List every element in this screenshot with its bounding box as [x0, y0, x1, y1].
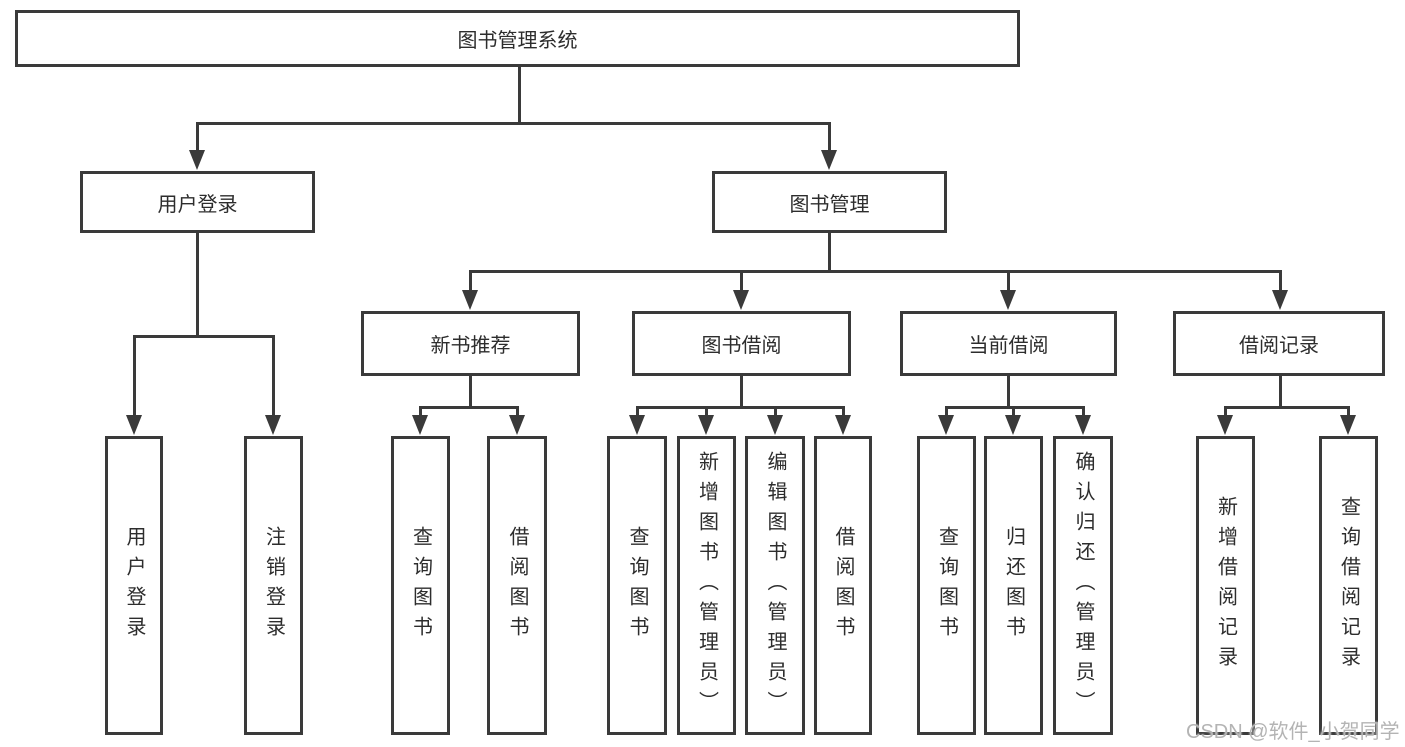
node-borrow-records: 借阅记录	[1173, 311, 1385, 376]
connector-line	[133, 335, 136, 420]
connector-line	[636, 406, 844, 409]
connector-line	[196, 122, 831, 125]
connector-line	[774, 406, 777, 421]
leaf-current-confirm-return-admin: 确认归还（管理员）	[1053, 436, 1113, 735]
leaf-borrow-edit-books-admin: 编辑图书（管理员）	[745, 436, 805, 735]
node-root: 图书管理系统	[15, 10, 1020, 67]
connector-line	[196, 233, 199, 338]
arrow-down-icon	[821, 150, 837, 170]
leaf-current-query-books-label: 查询图书	[935, 525, 958, 646]
leaf-recommend-borrow-books-label: 借阅图书	[506, 525, 528, 646]
connector-line	[1224, 406, 1349, 409]
arrow-down-icon	[629, 415, 645, 435]
connector-line	[945, 406, 948, 421]
connector-line	[842, 406, 845, 421]
arrow-down-icon	[1217, 415, 1233, 435]
node-book-management-group-label: 图书管理	[789, 193, 870, 216]
connector-line	[1007, 270, 1010, 295]
arrow-down-icon	[1005, 415, 1021, 435]
connector-line	[828, 233, 831, 273]
node-book-management-group: 图书管理	[712, 171, 947, 233]
leaf-records-add-record-label: 新增借阅记录	[1214, 495, 1237, 676]
connector-line	[1224, 406, 1227, 421]
connector-line	[419, 406, 518, 409]
leaf-current-confirm-return-admin-label: 确认归还（管理员）	[1072, 450, 1094, 721]
leaf-logout: 注销登录	[244, 436, 303, 735]
arrow-down-icon	[412, 415, 428, 435]
leaf-recommend-query-books-label: 查询图书	[409, 525, 432, 646]
csdn-watermark: CSDN @软件_小贺同学	[1186, 721, 1400, 743]
connector-line	[469, 270, 1282, 273]
connector-line	[740, 376, 743, 409]
connector-line	[636, 406, 639, 421]
arrow-down-icon	[767, 415, 783, 435]
arrow-down-icon	[938, 415, 954, 435]
node-root-label: 图书管理系统	[457, 30, 578, 52]
connector-line	[1012, 406, 1015, 421]
arrow-down-icon	[698, 415, 714, 435]
leaf-borrow-edit-books-admin-label: 编辑图书（管理员）	[764, 450, 786, 721]
connector-line	[419, 406, 422, 421]
connector-line	[828, 122, 831, 156]
leaf-current-return-books: 归还图书	[984, 436, 1043, 735]
node-new-book-recommend-label: 新书推荐	[430, 335, 511, 357]
connector-line	[518, 67, 521, 125]
connector-line	[1082, 406, 1085, 421]
node-user-login-group: 用户登录	[80, 171, 315, 233]
arrow-down-icon	[1340, 415, 1356, 435]
arrow-down-icon	[189, 150, 205, 170]
leaf-user-login: 用户登录	[105, 436, 163, 735]
node-book-borrow-label: 图书借阅	[701, 335, 782, 357]
leaf-logout-label: 注销登录	[262, 525, 285, 646]
arrow-down-icon	[462, 290, 478, 310]
arrow-down-icon	[509, 415, 525, 435]
arrow-down-icon	[1075, 415, 1091, 435]
connector-line	[272, 335, 275, 420]
leaf-records-query-record: 查询借阅记录	[1319, 436, 1378, 735]
arrow-down-icon	[265, 415, 281, 435]
connector-line	[705, 406, 708, 421]
leaf-borrow-borrow-books-label: 借阅图书	[832, 525, 854, 646]
node-new-book-recommend: 新书推荐	[361, 311, 580, 376]
leaf-recommend-borrow-books: 借阅图书	[487, 436, 547, 735]
connector-line	[469, 376, 472, 409]
connector-line	[1007, 376, 1010, 409]
connector-line	[1279, 270, 1282, 295]
arrow-down-icon	[126, 415, 142, 435]
node-borrow-records-label: 借阅记录	[1239, 335, 1319, 357]
leaf-borrow-query-books: 查询图书	[607, 436, 667, 735]
connector-line	[945, 406, 1084, 409]
leaf-recommend-query-books: 查询图书	[391, 436, 450, 735]
connector-line	[469, 270, 472, 295]
leaf-borrow-add-books-admin: 新增图书（管理员）	[677, 436, 736, 735]
leaf-user-login-label: 用户登录	[123, 525, 145, 646]
node-user-login-group-label: 用户登录	[157, 193, 238, 216]
leaf-current-return-books-label: 归还图书	[1002, 525, 1025, 646]
connector-line	[1279, 376, 1282, 409]
arrow-down-icon	[1000, 290, 1016, 310]
leaf-records-add-record: 新增借阅记录	[1196, 436, 1255, 735]
node-current-borrow: 当前借阅	[900, 311, 1117, 376]
arrow-down-icon	[835, 415, 851, 435]
connector-line	[133, 335, 275, 338]
arrow-down-icon	[1272, 290, 1288, 310]
leaf-borrow-query-books-label: 查询图书	[626, 525, 648, 646]
leaf-borrow-borrow-books: 借阅图书	[814, 436, 872, 735]
connector-line	[516, 406, 519, 421]
connector-line	[196, 122, 199, 156]
node-current-borrow-label: 当前借阅	[968, 335, 1049, 357]
arrow-down-icon	[733, 290, 749, 310]
node-book-borrow: 图书借阅	[632, 311, 851, 376]
connector-line	[1347, 406, 1350, 421]
leaf-borrow-add-books-admin-label: 新增图书（管理员）	[695, 450, 718, 721]
leaf-records-query-record-label: 查询借阅记录	[1337, 495, 1360, 676]
connector-line	[740, 270, 743, 295]
leaf-current-query-books: 查询图书	[917, 436, 976, 735]
